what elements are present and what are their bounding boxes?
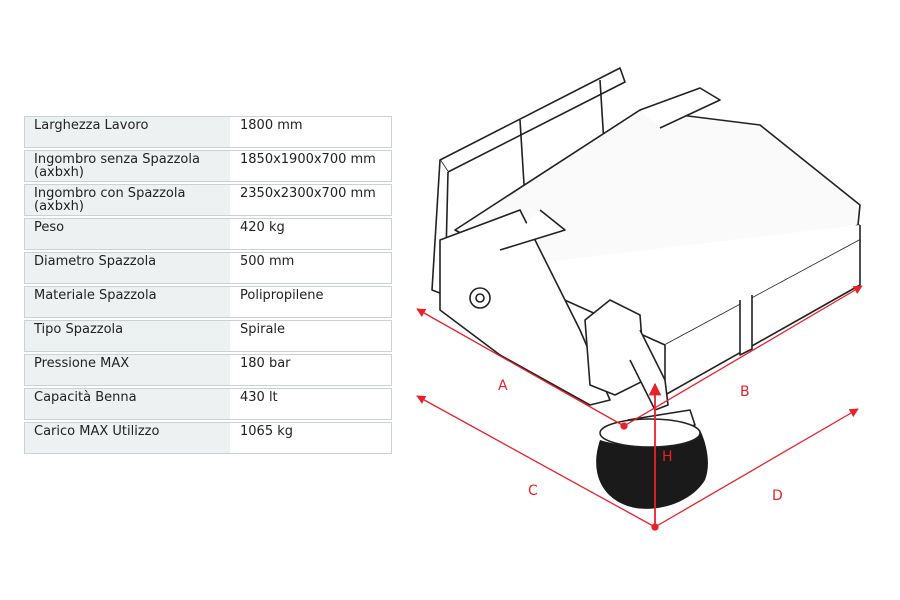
spec-label: Carico MAX Utilizzo bbox=[25, 423, 230, 453]
dimension-c-line bbox=[416, 395, 656, 528]
sweeper-technical-drawing: A B C D H bbox=[416, 67, 863, 531]
spec-value: 500 mm bbox=[230, 253, 391, 283]
spec-label: Ingombro con Spazzola (axbxh) bbox=[25, 185, 230, 215]
spec-value: 1850x1900x700 mm bbox=[230, 151, 391, 181]
dimension-b-line bbox=[623, 285, 863, 427]
machine-outline bbox=[431, 67, 861, 441]
spec-value: 420 kg bbox=[230, 219, 391, 249]
dimension-lines bbox=[416, 285, 863, 531]
dimension-label-b: B bbox=[740, 384, 750, 400]
dimension-label-a: A bbox=[498, 378, 508, 394]
spec-row: Ingombro senza Spazzola (axbxh)1850x1900… bbox=[24, 150, 392, 182]
dimension-label-h: H bbox=[662, 449, 673, 465]
dimension-a-line bbox=[416, 308, 625, 427]
spec-value: 180 bar bbox=[230, 355, 391, 385]
spec-label: Peso bbox=[25, 219, 230, 249]
dimension-label-c: C bbox=[528, 483, 538, 499]
spec-value: 2350x2300x700 mm bbox=[230, 185, 391, 215]
spec-row: Ingombro con Spazzola (axbxh)2350x2300x7… bbox=[24, 184, 392, 216]
dimension-d-line bbox=[654, 408, 859, 528]
brush bbox=[596, 418, 708, 509]
spec-label: Pressione MAX bbox=[25, 355, 230, 385]
spec-label: Capacità Benna bbox=[25, 389, 230, 419]
spec-value: 1800 mm bbox=[230, 117, 391, 147]
spec-label: Materiale Spazzola bbox=[25, 287, 230, 317]
spec-label: Larghezza Lavoro bbox=[25, 117, 230, 147]
spec-value: Polipropilene bbox=[230, 287, 391, 317]
spec-value: Spirale bbox=[230, 321, 391, 351]
spec-label: Tipo Spazzola bbox=[25, 321, 230, 351]
spec-label: Ingombro senza Spazzola (axbxh) bbox=[25, 151, 230, 181]
spec-label: Diametro Spazzola bbox=[25, 253, 230, 283]
dimension-label-d: D bbox=[772, 488, 783, 504]
spec-value: 1065 kg bbox=[230, 423, 391, 453]
spec-value: 430 lt bbox=[230, 389, 391, 419]
